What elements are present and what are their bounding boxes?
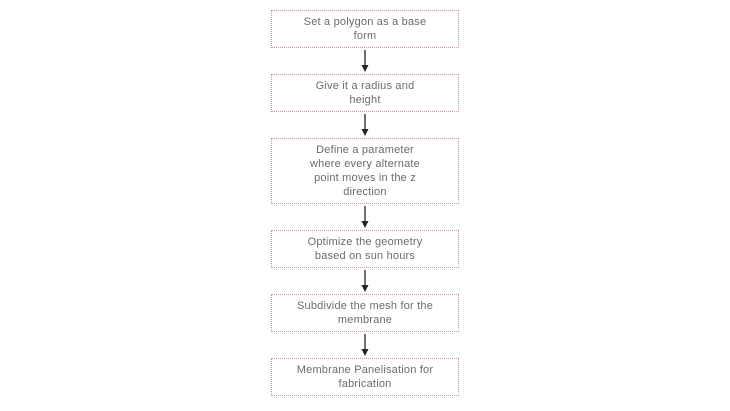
step-text-line: based on sun hours bbox=[314, 250, 416, 262]
step-text-line: form bbox=[353, 30, 377, 42]
flow-step-define-parameter: Define a parameter where every alternate… bbox=[271, 138, 459, 204]
step-text-line: Optimize the geometry bbox=[307, 236, 423, 248]
flow-step-radius-height: Give it a radius and height bbox=[271, 74, 459, 112]
step-text-line: Set a polygon as a base bbox=[303, 16, 427, 28]
step-text-line: Subdivide the mesh for the bbox=[296, 300, 434, 312]
step-text-line: point moves in the z bbox=[314, 172, 416, 184]
down-arrow-icon bbox=[359, 332, 371, 358]
step-text-line: membrane bbox=[337, 314, 393, 326]
flow-step-membrane-panelisation: Membrane Panelisation for fabrication bbox=[271, 358, 459, 396]
flow-step-set-polygon: Set a polygon as a base form bbox=[271, 10, 459, 48]
down-arrow-icon bbox=[359, 204, 371, 230]
step-text-line: Give it a radius and bbox=[315, 80, 415, 92]
step-text-line: where every alternate bbox=[310, 158, 420, 170]
step-text-line: Membrane Panelisation for bbox=[296, 364, 434, 376]
down-arrow-icon bbox=[359, 112, 371, 138]
step-text-line: Define a parameter bbox=[316, 144, 414, 156]
down-arrow-icon bbox=[359, 48, 371, 74]
step-text-line: height bbox=[349, 94, 381, 106]
flow-step-subdivide-mesh: Subdivide the mesh for the membrane bbox=[271, 294, 459, 332]
step-text-line: direction bbox=[343, 186, 387, 198]
flow-step-optimize-geometry: Optimize the geometry based on sun hours bbox=[271, 230, 459, 268]
down-arrow-icon bbox=[359, 268, 371, 294]
step-text-line: fabrication bbox=[338, 378, 392, 390]
